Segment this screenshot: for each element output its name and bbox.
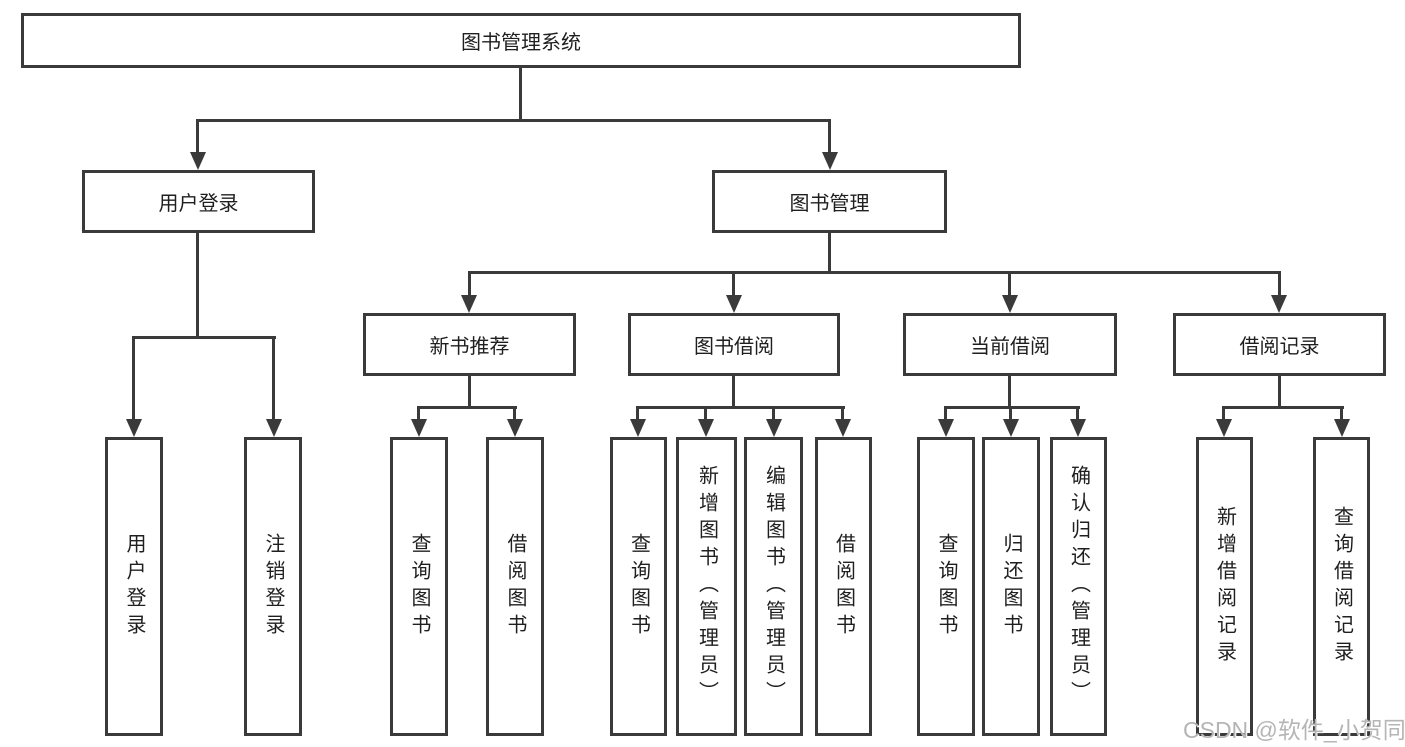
- arrowhead-icon: [938, 419, 954, 437]
- connector-line: [272, 337, 275, 421]
- node-new-book-rec: 新书推荐: [363, 313, 576, 376]
- leaf-label: 查询借阅记录: [1330, 505, 1353, 668]
- connector-line: [732, 376, 735, 408]
- csdn-watermark: CSDN @软件_小贺同学: [1183, 717, 1405, 743]
- connector-line: [636, 407, 639, 421]
- connector-line: [1278, 272, 1281, 297]
- connector-line: [828, 119, 831, 155]
- leaf-label: 借阅图书: [504, 532, 526, 641]
- connector-line: [841, 407, 844, 421]
- node-book-borrow: 图书借阅: [628, 313, 840, 376]
- arrowhead-icon: [822, 152, 838, 170]
- connector-line: [513, 407, 516, 421]
- connector-line: [636, 406, 845, 409]
- node-leaf-add-borrow-record: 新增借阅记录: [1196, 437, 1253, 736]
- arrowhead-icon: [835, 419, 851, 437]
- node-borrow-record: 借阅记录: [1173, 313, 1386, 376]
- connector-line: [1076, 407, 1079, 421]
- connector-line: [732, 272, 735, 297]
- connector-line: [417, 407, 420, 421]
- arrowhead-icon: [190, 152, 206, 170]
- connector-line: [1009, 407, 1012, 421]
- leaf-label: 编辑图书（管理员）: [762, 465, 785, 708]
- leaf-label: 查询图书: [408, 532, 430, 641]
- connector-line: [1278, 376, 1281, 408]
- connector-line: [132, 337, 135, 421]
- node-user-login: 用户登录: [82, 170, 315, 233]
- connector-line: [828, 233, 831, 273]
- node-leaf-query-books-2: 查询图书: [610, 437, 667, 736]
- connector-line: [944, 406, 1080, 409]
- arrowhead-icon: [1334, 419, 1350, 437]
- arrowhead-icon: [1216, 419, 1232, 437]
- node-root: 图书管理系统: [21, 13, 1021, 68]
- connector-line: [1222, 407, 1225, 421]
- connector-line: [519, 67, 522, 121]
- connector-line: [468, 376, 471, 408]
- connector-line: [1222, 406, 1344, 409]
- arrowhead-icon: [266, 419, 282, 437]
- node-new-book-rec-label: 新书推荐: [429, 336, 510, 358]
- leaf-label: 用户登录: [123, 532, 145, 641]
- leaf-label: 确认归还（管理员）: [1067, 465, 1090, 708]
- arrowhead-icon: [126, 419, 142, 437]
- node-book-mgmt: 图书管理: [712, 170, 947, 233]
- connector-line: [468, 272, 471, 297]
- arrowhead-icon: [766, 419, 782, 437]
- connector-line: [468, 271, 1281, 274]
- node-current-borrow-label: 当前借阅: [970, 336, 1050, 358]
- connector-line: [417, 406, 517, 409]
- node-leaf-query-books-3: 查询图书: [917, 437, 975, 736]
- node-user-login-label: 用户登录: [158, 193, 239, 215]
- arrowhead-icon: [1271, 295, 1287, 313]
- node-book-mgmt-label: 图书管理: [789, 193, 870, 215]
- leaf-label: 新增借阅记录: [1213, 505, 1236, 668]
- connector-line: [196, 119, 199, 155]
- arrowhead-icon: [1070, 419, 1086, 437]
- node-leaf-borrow-books-2: 借阅图书: [815, 437, 872, 736]
- arrowhead-icon: [726, 295, 742, 313]
- connector-line: [196, 233, 199, 338]
- node-leaf-confirm-return-admin: 确认归还（管理员）: [1050, 437, 1107, 736]
- node-leaf-query-books-1: 查询图书: [390, 437, 448, 736]
- connector-line: [704, 407, 707, 421]
- node-leaf-query-borrow-record: 查询借阅记录: [1313, 437, 1370, 736]
- arrowhead-icon: [698, 419, 714, 437]
- leaf-label: 借阅图书: [832, 532, 855, 641]
- node-leaf-add-books-admin: 新增图书（管理员）: [676, 437, 737, 736]
- connector-line: [772, 407, 775, 421]
- arrowhead-icon: [630, 419, 646, 437]
- leaf-label: 新增图书（管理员）: [695, 465, 718, 708]
- node-book-borrow-label: 图书借阅: [694, 336, 774, 358]
- node-leaf-user-login: 用户登录: [105, 437, 163, 736]
- arrowhead-icon: [461, 295, 477, 313]
- node-leaf-borrow-books-1: 借阅图书: [486, 437, 544, 736]
- node-leaf-return-books: 归还图书: [982, 437, 1040, 736]
- node-leaf-edit-books-admin: 编辑图书（管理员）: [744, 437, 803, 736]
- connector-line: [1340, 407, 1343, 421]
- node-root-label: 图书管理系统: [461, 32, 581, 54]
- leaf-label: 归还图书: [1000, 532, 1022, 641]
- connector-line: [132, 336, 276, 339]
- node-borrow-record-label: 借阅记录: [1239, 336, 1320, 358]
- connector-line: [197, 119, 831, 122]
- arrowhead-icon: [411, 419, 427, 437]
- connector-line: [1008, 272, 1011, 297]
- arrowhead-icon: [507, 419, 523, 437]
- arrowhead-icon: [1002, 295, 1018, 313]
- leaf-label: 注销登录: [262, 532, 284, 641]
- node-current-borrow: 当前借阅: [903, 313, 1117, 376]
- connector-line: [1008, 376, 1011, 408]
- connector-line: [944, 407, 947, 421]
- leaf-label: 查询图书: [935, 532, 957, 641]
- leaf-label: 查询图书: [627, 532, 650, 641]
- arrowhead-icon: [1003, 419, 1019, 437]
- node-leaf-logout: 注销登录: [244, 437, 302, 736]
